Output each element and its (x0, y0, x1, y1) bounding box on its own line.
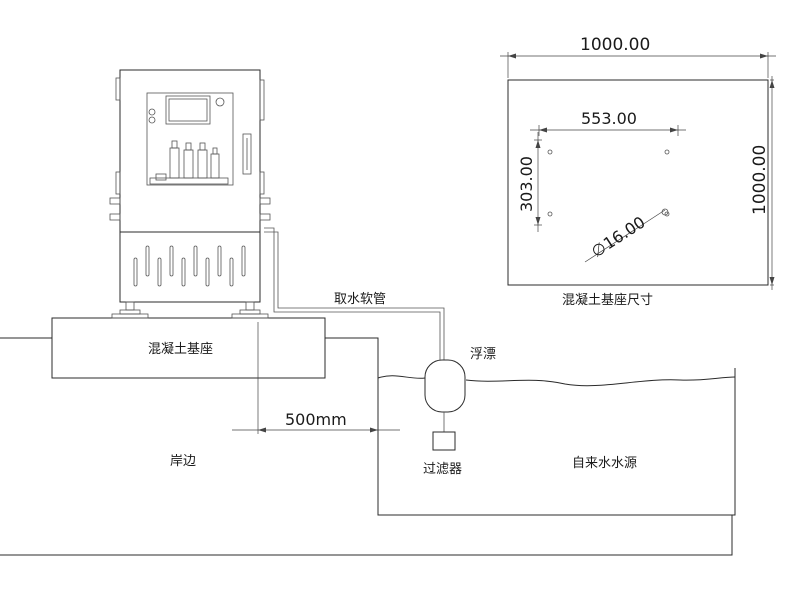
flow-meter-icon (242, 133, 252, 175)
base-dimensions-label: 混凝土基座尺寸 (562, 292, 653, 308)
bolt-hole (664, 211, 670, 217)
bolt-hole (547, 149, 553, 155)
filter-label: 过滤器 (423, 462, 462, 477)
control-knob-icon (215, 97, 225, 107)
concrete-base (51, 317, 326, 379)
base-width-value: 1000.00 (580, 35, 650, 55)
distance-dimension (232, 322, 400, 434)
base-plan (500, 52, 776, 290)
bolt-spacing-x-value: 553.00 (581, 109, 637, 128)
hole-diameter-value: 16.00 (600, 212, 649, 253)
bolt-hole (664, 149, 670, 155)
intake-hose-label: 取水软管 (334, 292, 386, 307)
water-surface (377, 375, 736, 387)
analyzer-cabinet (109, 69, 271, 319)
float-icon (424, 359, 466, 413)
float-label: 浮漂 (470, 346, 496, 362)
bolt-hole (547, 211, 553, 217)
bolt-spacing-y-value: 303.00 (517, 156, 536, 212)
intake-hose (264, 227, 445, 360)
base-height-value: 1000.00 (750, 145, 770, 215)
ventilation-slots (133, 245, 246, 287)
shore-label: 岸边 (170, 454, 196, 469)
reagent-bottles-icon (149, 140, 229, 185)
leveling-feet (111, 301, 269, 319)
distance-dimension-value: 500mm (285, 410, 347, 429)
filter-icon (432, 431, 456, 451)
display-screen (165, 95, 211, 125)
concrete-base-label: 混凝土基座 (148, 341, 213, 357)
shore-ground (0, 337, 736, 556)
water-source-label: 自来水水源 (572, 456, 637, 471)
